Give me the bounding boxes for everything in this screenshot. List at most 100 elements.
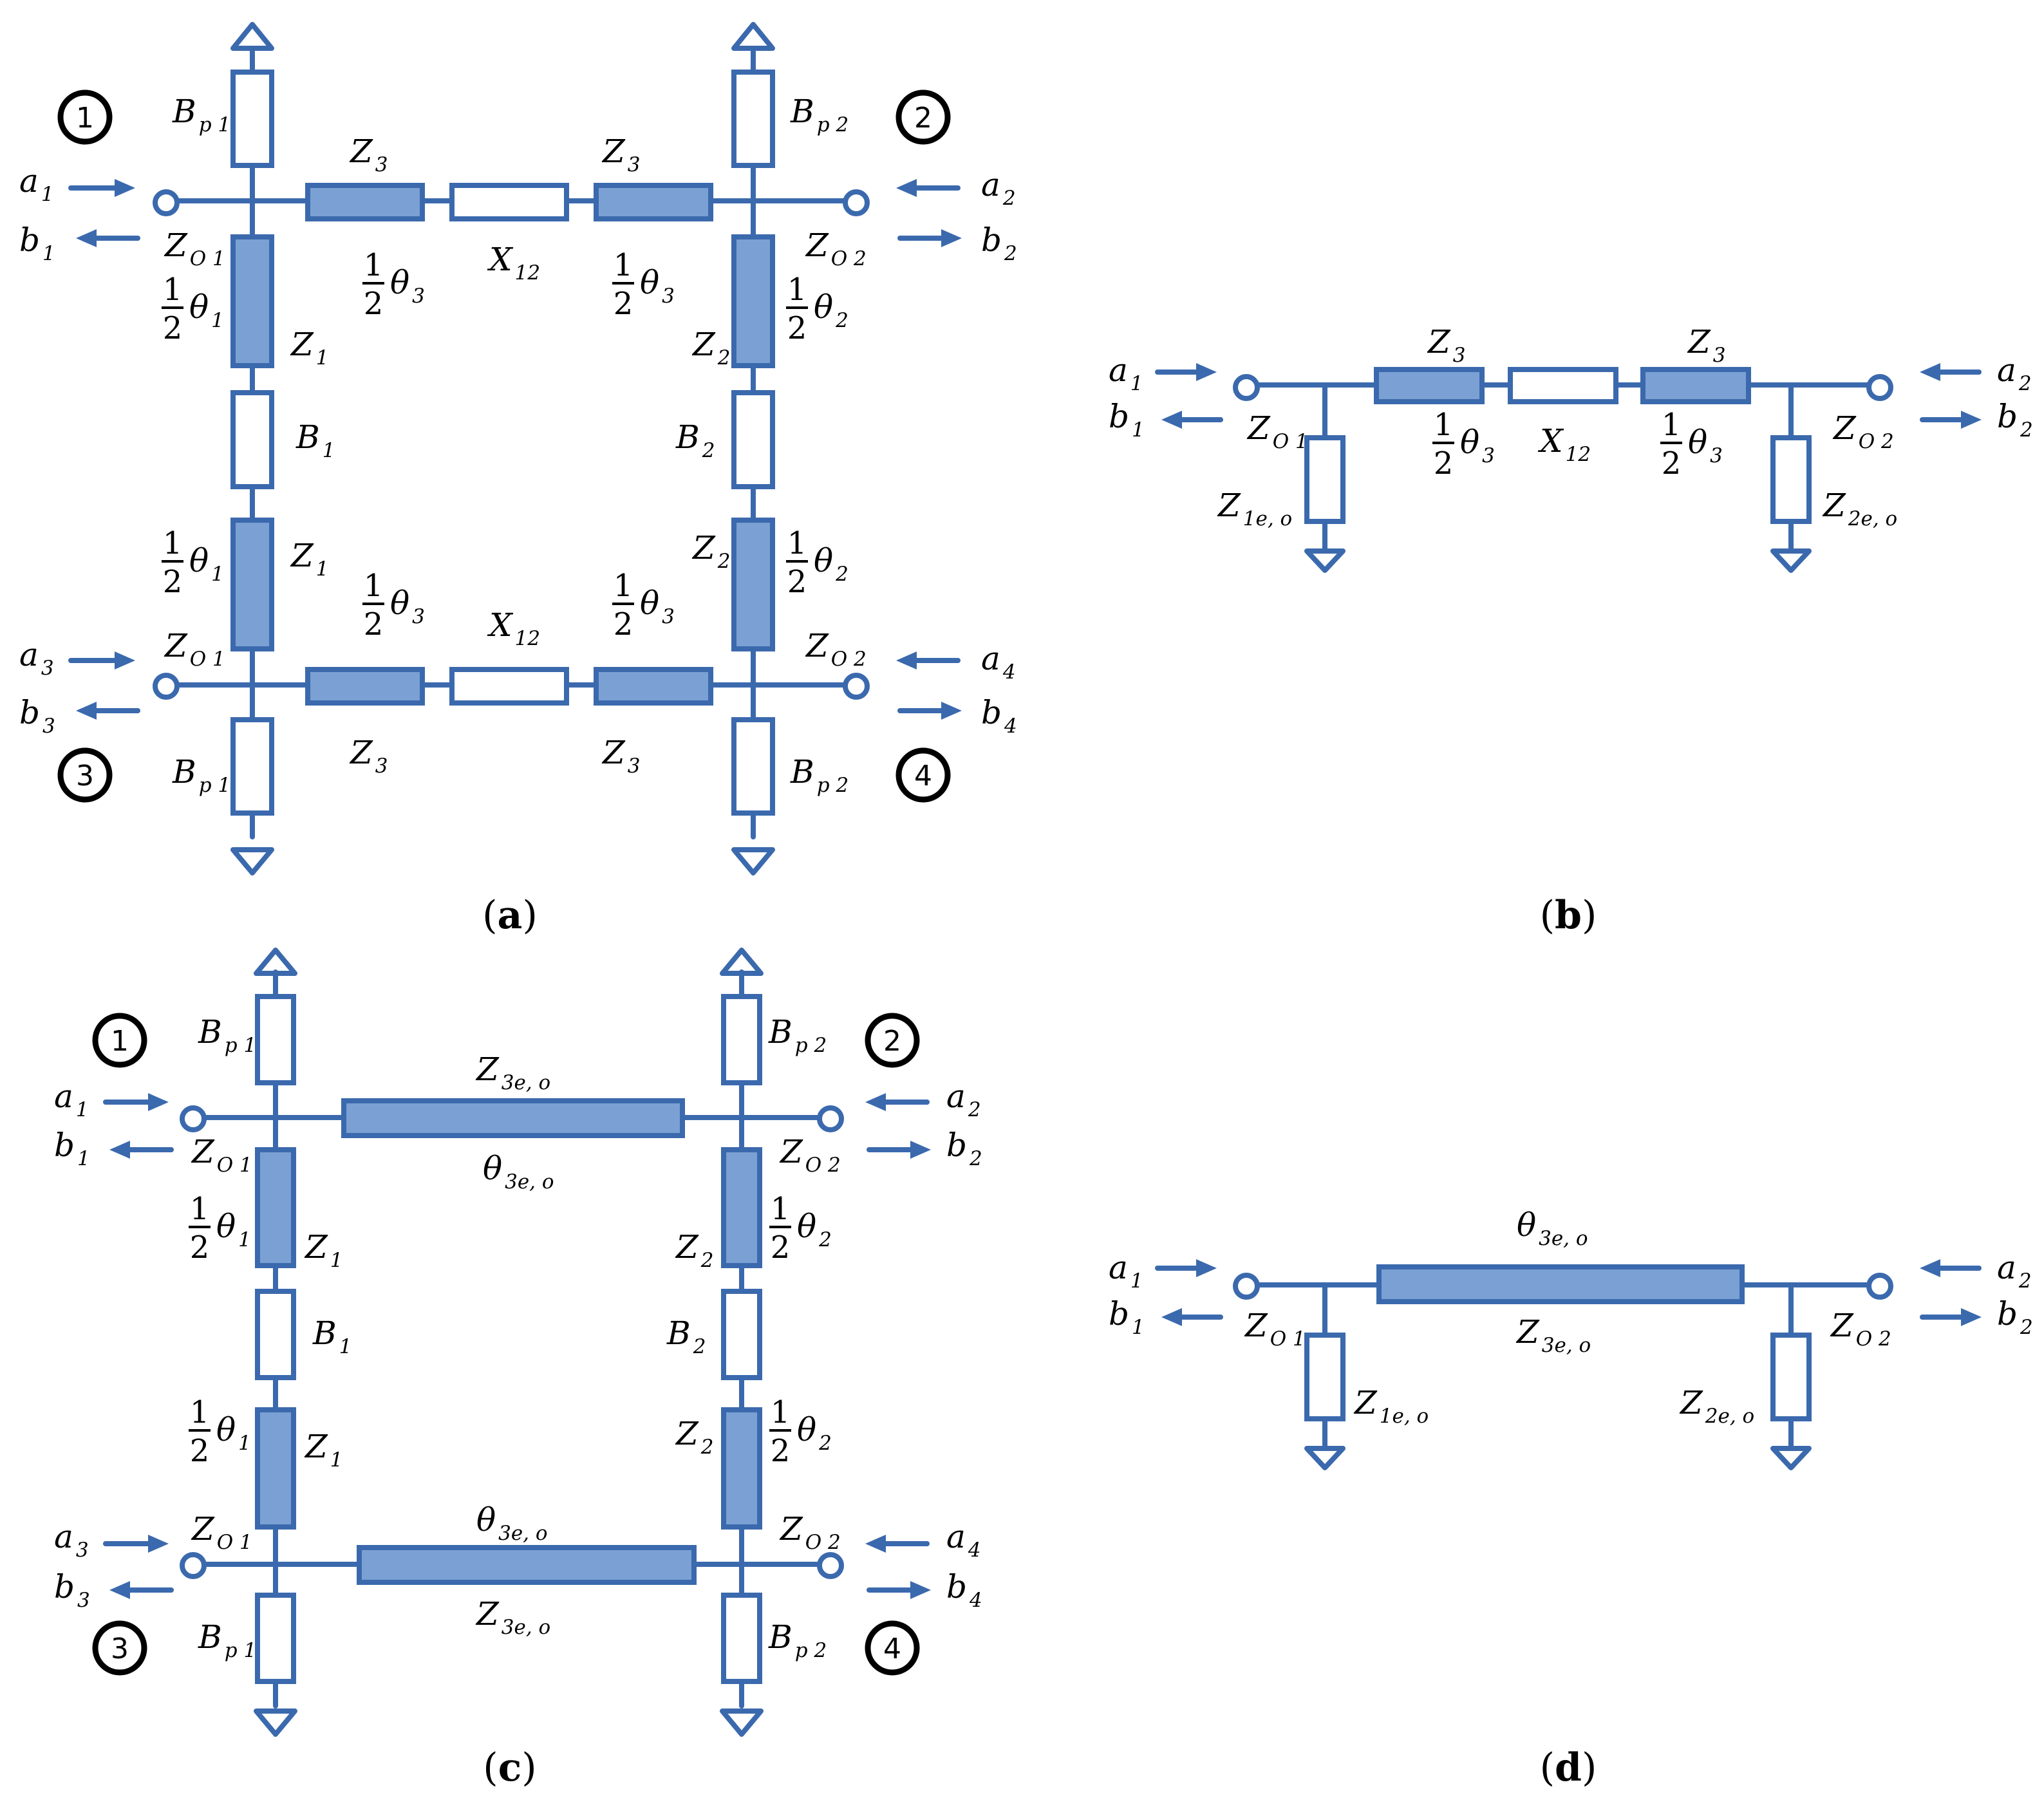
label-base: θ	[797, 1411, 816, 1448]
fraction-denominator: 2	[190, 1433, 210, 1469]
stub-Bp2-bottom	[731, 717, 775, 816]
fraction-denominator: 2	[1662, 445, 1682, 482]
line-Z3	[305, 667, 425, 706]
label-subscript: 1	[330, 1249, 343, 1272]
element-B1	[230, 390, 274, 489]
port-number-2: 2	[914, 102, 932, 135]
port-number-circle	[57, 747, 113, 803]
label-base: a	[1997, 351, 2016, 389]
fraction-numerator: 1	[163, 272, 183, 308]
label-subscript: 2	[818, 1228, 832, 1251]
label-subscript: 1	[77, 1147, 90, 1170]
label-base: B	[666, 1315, 691, 1352]
label-base: θ	[1517, 1206, 1536, 1244]
port-number-circle	[865, 1620, 920, 1676]
label-base: Z	[304, 1428, 328, 1465]
stub-Bp2-top	[721, 994, 762, 1085]
label-base: a	[54, 1518, 73, 1555]
line-Z1	[255, 1147, 296, 1268]
caption-paren: (	[1540, 1745, 1555, 1790]
label-base: b	[1997, 398, 2018, 435]
label-subscript: O 2	[805, 1154, 841, 1177]
label-subscript: p 2	[817, 774, 849, 797]
label-base: Z	[349, 133, 373, 170]
label-base: a	[1109, 351, 1128, 389]
label-base: θ	[390, 585, 409, 622]
b1-arrow-head	[76, 229, 97, 247]
label-subscript: O 1	[190, 247, 225, 270]
port-number-4: 4	[914, 760, 932, 792]
b3-arrow-head	[109, 1581, 130, 1599]
a2-arrow-head	[1920, 363, 1940, 381]
port-1-terminal	[1233, 1273, 1260, 1300]
label-subscript: 4	[1002, 660, 1016, 684]
ground-symbol	[731, 22, 775, 51]
label-subscript: 3	[412, 285, 425, 308]
label-base: Z	[290, 537, 314, 574]
label-base: b	[54, 1568, 75, 1605]
fraction-denominator: 2	[364, 606, 384, 642]
port-4-terminal	[817, 1552, 844, 1579]
caption-paren: )	[1582, 893, 1597, 938]
caption-paren: )	[1582, 1745, 1597, 1790]
label-subscript: 2	[2020, 1316, 2033, 1339]
element-B1	[255, 1289, 296, 1380]
fraction-numerator: 1	[364, 568, 384, 604]
label-subscript: 2	[700, 1249, 714, 1272]
caption-paren: )	[522, 893, 537, 938]
label-subscript: 3	[1482, 444, 1495, 467]
label-subscript: 3	[412, 605, 425, 628]
label-subscript: 12	[1566, 443, 1591, 466]
label-subscript: 3e, o	[505, 1170, 554, 1194]
line-Z3	[594, 183, 713, 221]
caption-letter: c	[498, 1745, 522, 1790]
label-base: Z	[1515, 1313, 1540, 1351]
label-subscript: 1	[211, 563, 224, 586]
line-Z1	[230, 234, 274, 368]
fraction-numerator: 1	[190, 1191, 210, 1227]
label-subscript: 2	[835, 563, 849, 586]
port-number-2: 2	[883, 1025, 901, 1058]
caption-a: (a)	[482, 893, 538, 938]
label-base: Z	[779, 1510, 803, 1548]
port-number-4: 4	[883, 1633, 901, 1665]
label-base: B	[790, 753, 814, 791]
ground-right	[1770, 1446, 1812, 1470]
fraction-numerator: 1	[190, 1394, 210, 1430]
label-subscript: 3e, o	[1539, 1227, 1588, 1250]
label-base: Z	[290, 326, 314, 363]
fraction-denominator: 2	[163, 564, 183, 600]
label-subscript: 3	[662, 605, 675, 628]
label-base: b	[981, 221, 1002, 259]
stub-Bp2-bottom	[721, 1593, 762, 1684]
label-subscript: 2	[700, 1436, 714, 1459]
fraction-denominator: 2	[614, 606, 633, 642]
stub-Z2eo	[1770, 1333, 1812, 1421]
label-base: a	[1109, 1249, 1128, 1286]
label-base: X	[487, 241, 514, 278]
port-1-terminal	[1233, 374, 1260, 401]
label-base: X	[487, 606, 514, 644]
label-subscript: 3	[41, 657, 54, 680]
